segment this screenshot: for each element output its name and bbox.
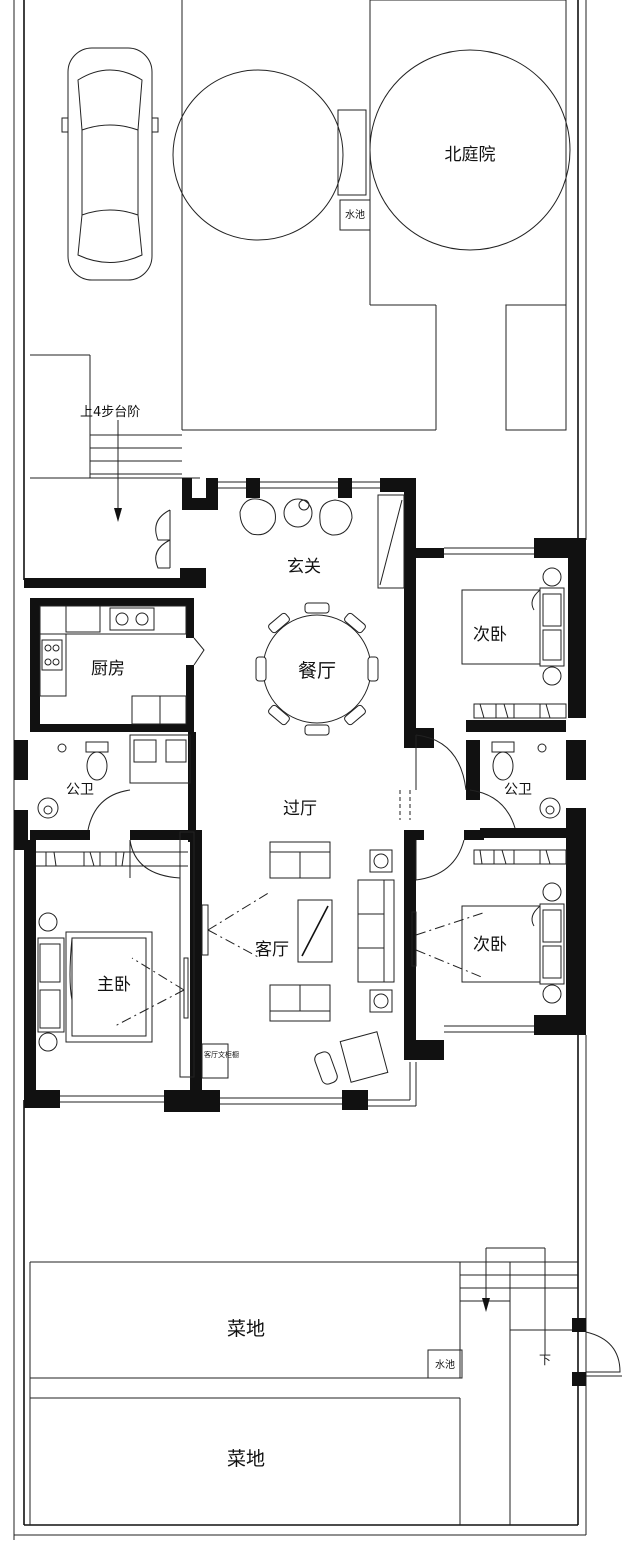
label-living: 客厅 xyxy=(255,940,289,960)
label-entrance: 玄关 xyxy=(287,557,321,577)
label-veg2: 菜地 xyxy=(227,1448,265,1470)
car-icon xyxy=(61,47,159,281)
label-veg1: 菜地 xyxy=(227,1318,265,1340)
bath-right: 公卫 xyxy=(491,741,561,819)
label-master: 主卧 xyxy=(97,975,131,995)
label-kitchen: 厨房 xyxy=(91,659,125,679)
house-walls xyxy=(14,478,586,1112)
hall-living: 过厅 客厅 客厅文柜橱 xyxy=(179,799,395,1085)
label-steps: 上4步台阶 xyxy=(80,405,140,420)
bottom-stairs: 下 xyxy=(460,1247,622,1525)
label-bath-left: 公卫 xyxy=(66,782,94,798)
label-down: 下 xyxy=(539,1353,551,1367)
label-dining: 餐厅 xyxy=(298,660,336,682)
entrance-furniture: 玄关 xyxy=(239,494,405,589)
vegetable-gardens: 水池 菜地 菜地 xyxy=(29,1261,463,1525)
label-north-courtyard: 北庭院 xyxy=(445,145,496,165)
label-bedroom-right-top: 次卧 xyxy=(473,625,507,645)
master-bedroom: 主卧 xyxy=(36,851,189,1052)
kitchen: 厨房 xyxy=(39,605,187,725)
label-cabinet: 客厅文柜橱 xyxy=(204,1050,239,1059)
doors xyxy=(87,509,516,881)
label-pool-bottom: 水池 xyxy=(435,1358,455,1371)
label-bath-right: 公卫 xyxy=(504,782,532,798)
label-bedroom-right-bottom: 次卧 xyxy=(473,935,507,955)
label-hall: 过厅 xyxy=(283,799,317,819)
north-yard: 水池 北庭院 xyxy=(172,0,571,431)
bath-left: 公卫 xyxy=(37,734,191,819)
entrance-steps: 上4步台阶 xyxy=(30,354,200,522)
bedroom-right-top: 次卧 xyxy=(461,567,567,719)
label-pool-top: 水池 xyxy=(345,208,365,221)
bedroom-right-bottom: 次卧 xyxy=(411,849,567,1004)
dining-table: 餐厅 xyxy=(255,602,379,736)
